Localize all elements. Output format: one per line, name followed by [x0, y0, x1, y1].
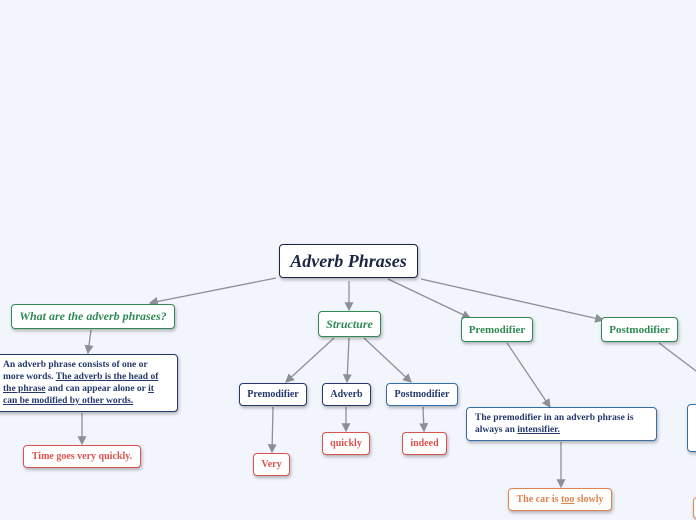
- link-postmodifier-indeed: [419, 406, 429, 433]
- link-structure-premodifier: [285, 337, 335, 383]
- quickly-example-text: quickly: [330, 438, 362, 449]
- root-topic-label: Adverb Phrases: [290, 250, 407, 271]
- premodifier-topic[interactable]: Premodifier: [461, 317, 533, 342]
- link-structure-adverb: [342, 337, 352, 384]
- premodifier-example-text-3: slowly: [576, 494, 604, 505]
- indeed-example-text: indeed: [410, 438, 439, 449]
- structure-topic[interactable]: Structure: [318, 311, 381, 337]
- structure-topic-label: Structure: [326, 316, 373, 331]
- premodifier-description-node[interactable]: The premodifier in an adverb phrase is a…: [466, 407, 657, 441]
- premodifier-description-text-1: The premodifier in an adverb phrase is a…: [475, 413, 634, 435]
- postmodifier-topic[interactable]: Postmodifier: [601, 317, 678, 342]
- premodifier-example-node[interactable]: The car is too slowly: [508, 488, 612, 511]
- link-premodifier-description: [506, 342, 551, 409]
- definition-text-3: and can appear alone or: [47, 384, 146, 394]
- link-root-postmodifier: [420, 278, 605, 323]
- premodifier-topic-label: Premodifier: [468, 323, 526, 336]
- definition-text-2: The adverb is the head of the phrase: [3, 372, 159, 394]
- definition-text-1: An adverb phrase consists of one or more…: [3, 360, 148, 382]
- link-structure-postmodifier: [363, 337, 412, 383]
- premodifier-example-text-2: too: [561, 494, 575, 505]
- link-root-what: [148, 277, 277, 306]
- postmodifier-topic-label: Postmodifier: [609, 323, 670, 336]
- quickly-example-node[interactable]: quickly: [322, 432, 370, 455]
- link-s-premodifier-very: [267, 406, 277, 454]
- link-root-premodifier: [387, 278, 472, 319]
- structure-premodifier-label: Premodifier: [247, 389, 299, 400]
- link-what-definition: [84, 329, 94, 355]
- structure-postmodifier-node[interactable]: Postmodifier: [386, 383, 458, 406]
- indeed-example-node[interactable]: indeed: [402, 432, 447, 455]
- structure-adverb-node[interactable]: Adverb: [322, 383, 371, 406]
- structure-adverb-label: Adverb: [330, 389, 363, 400]
- premodifier-example-text-1: The car is: [516, 494, 559, 505]
- link-postmodifier-offscreen: [658, 342, 696, 372]
- root-topic[interactable]: Adverb Phrases: [279, 244, 418, 278]
- structure-premodifier-node[interactable]: Premodifier: [239, 383, 307, 406]
- what-example-text: Time goes very quickly.: [31, 451, 133, 462]
- postmodifier-example-node-partial[interactable]: [693, 497, 696, 519]
- definition-text-4: it can be modified by other words.: [3, 384, 154, 406]
- structure-postmodifier-label: Postmodifier: [394, 389, 450, 400]
- postmodifier-description-node-partial[interactable]: [687, 404, 696, 452]
- very-example-node[interactable]: Very: [253, 453, 290, 476]
- very-example-text: Very: [261, 459, 282, 470]
- definition-node[interactable]: An adverb phrase consists of one or more…: [0, 354, 178, 412]
- premodifier-description-text-2: intensifier.: [517, 425, 560, 435]
- what-topic-label: What are the adverb phrases?: [19, 309, 167, 323]
- what-example-node[interactable]: Time goes very quickly.: [23, 445, 141, 468]
- what-are-adverb-phrases-topic[interactable]: What are the adverb phrases?: [11, 304, 175, 329]
